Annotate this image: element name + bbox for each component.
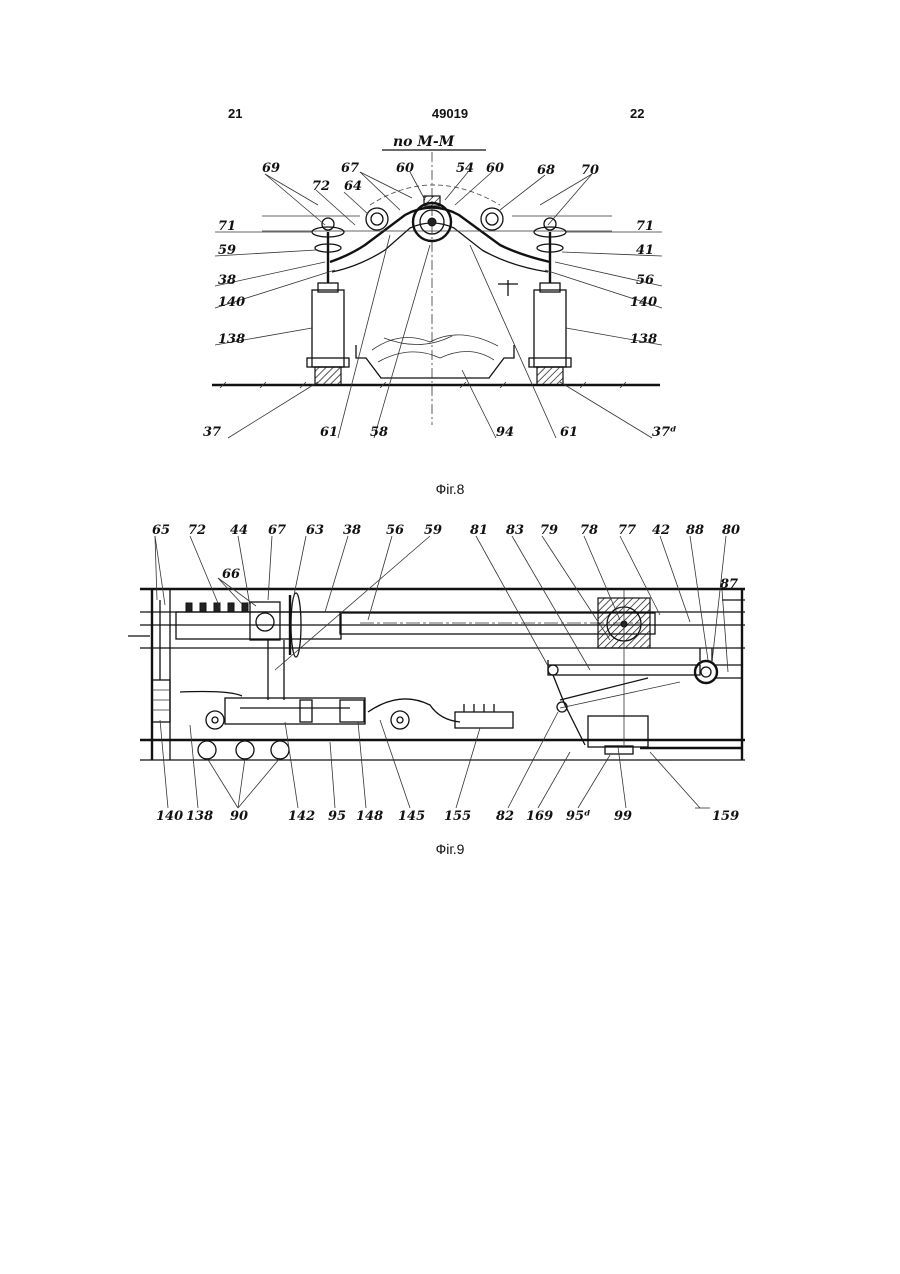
fig8-label-140-left: 140 <box>218 295 245 310</box>
fig9-label-140: 140 <box>156 809 183 824</box>
fig9-label-59: 59 <box>424 523 442 538</box>
fig9-label-63: 63 <box>306 523 324 538</box>
fig8-label-54: 54 <box>456 161 474 176</box>
fig8-label-71-left: 71 <box>218 219 236 234</box>
fig9-label-87: 87 <box>720 577 738 592</box>
fig9-label-169: 169 <box>526 809 553 824</box>
fig9-label-90: 90 <box>230 809 248 824</box>
fig9-label-42: 42 <box>652 523 670 538</box>
fig8-label-38: 38 <box>218 273 236 288</box>
fig8-label-69: 69 <box>262 161 280 176</box>
fig9-label-38: 38 <box>343 523 361 538</box>
fig8-label-71-right: 71 <box>636 219 654 234</box>
fig9-label-99: 99 <box>614 809 632 824</box>
fig9-label-95d: 95ᵈ <box>566 809 591 824</box>
fig9-label-83: 83 <box>506 523 524 538</box>
fig9-label-82: 82 <box>496 809 514 824</box>
fig9-label-65: 65 <box>152 523 170 538</box>
fig9-label-95: 95 <box>328 809 346 824</box>
fig8-label-61-right: 61 <box>560 425 578 440</box>
fig9-label-77: 77 <box>618 523 636 538</box>
fig9-label-138: 138 <box>186 809 213 824</box>
fig9-label-148: 148 <box>356 809 383 824</box>
fig9-label-142: 142 <box>288 809 315 824</box>
fig8-label-61-left: 61 <box>320 425 338 440</box>
fig8-label-56: 56 <box>636 273 654 288</box>
fig9-label-66: 66 <box>222 567 240 582</box>
fig9-label-72: 72 <box>188 523 206 538</box>
fig8-label-58: 58 <box>370 425 388 440</box>
fig8-label-37d: 37ᵈ <box>652 425 677 440</box>
fig8-label-59: 59 <box>218 243 236 258</box>
fig9-caption: Фіг.9 <box>0 841 900 857</box>
fig8-label-41: 41 <box>636 243 654 258</box>
fig8-label-72: 72 <box>312 179 330 194</box>
fig9-label-44: 44 <box>230 523 248 538</box>
fig8-label-138-right: 138 <box>630 332 657 347</box>
fig8-label-64: 64 <box>344 179 362 194</box>
fig9-label-155: 155 <box>444 809 471 824</box>
fig8-drawing: по М-М <box>203 134 677 440</box>
fig8-section-label: по М-М <box>393 134 455 150</box>
fig9-label-159: 159 <box>712 809 739 824</box>
fig9-label-88: 88 <box>686 523 704 538</box>
fig9-label-67: 67 <box>268 523 286 538</box>
fig8-label-94: 94 <box>496 425 514 440</box>
fig9-label-80: 80 <box>722 523 740 538</box>
fig9-label-145: 145 <box>398 809 425 824</box>
fig8-label-37: 37 <box>203 425 221 440</box>
fig9-label-79: 79 <box>540 523 558 538</box>
fig8-label-67: 67 <box>341 161 359 176</box>
fig8-label-60b: 60 <box>486 161 504 176</box>
fig9-label-81: 81 <box>470 523 488 538</box>
fig8-label-68: 68 <box>537 163 555 178</box>
fig9-label-78: 78 <box>580 523 598 538</box>
fig8-label-60: 60 <box>396 161 414 176</box>
fig8-label-140-right: 140 <box>630 295 657 310</box>
fig8-caption: Фіг.8 <box>0 481 900 497</box>
fig8-label-138-left: 138 <box>218 332 245 347</box>
fig9-label-56: 56 <box>386 523 404 538</box>
fig8-label-70: 70 <box>581 163 599 178</box>
fig9-drawing: 65 72 44 67 63 38 56 59 81 83 79 78 77 4… <box>128 523 745 824</box>
